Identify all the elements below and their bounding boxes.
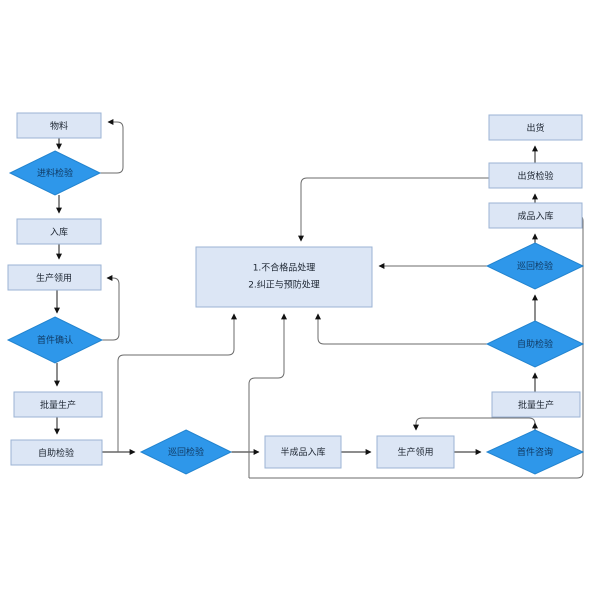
- edge-shoujianqueren-to-shengchan1: [102, 275, 120, 341]
- node-banchengpin[interactable]: 半成品入库: [264, 435, 342, 469]
- node-piliang2-shape[interactable]: [491, 391, 581, 418]
- edge-jinliaojianyan-to-wuliao: [100, 119, 124, 174]
- node-jinliaojianyan-shape[interactable]: [8, 150, 102, 196]
- node-piliang1[interactable]: 批量生产: [13, 391, 103, 418]
- node-ruku[interactable]: 入库: [16, 218, 102, 245]
- node-shoujianzixun-shape[interactable]: [485, 429, 585, 475]
- node-chuli-shape[interactable]: [195, 246, 373, 308]
- node-chuhuo[interactable]: 出货: [488, 114, 583, 141]
- node-zizhu1-shape[interactable]: [10, 439, 103, 466]
- node-zizhu1[interactable]: 自助检验: [10, 439, 103, 466]
- node-ruku-shape[interactable]: [16, 218, 102, 245]
- node-chuhuo-shape[interactable]: [488, 114, 583, 141]
- node-piliang2[interactable]: 批量生产: [491, 391, 581, 418]
- node-chuhuojianyan-shape[interactable]: [488, 162, 583, 189]
- node-wuliao-shape[interactable]: [16, 112, 102, 139]
- node-shengchan1-shape[interactable]: [7, 264, 102, 291]
- node-chengpinruku-shape[interactable]: [488, 202, 583, 229]
- node-chuhuojianyan[interactable]: 出货检验: [488, 162, 583, 189]
- node-banchengpin-shape[interactable]: [264, 435, 342, 469]
- edge-xunhui1-return-to-chuli: [248, 313, 287, 478]
- node-zizhu2[interactable]: 自助检验: [485, 320, 585, 368]
- edge-shoujianzixun-to-shengchan2: [413, 417, 536, 431]
- node-shoujianzixun[interactable]: 首件咨询: [485, 429, 585, 475]
- node-chengpinruku[interactable]: 成品入库: [488, 202, 583, 229]
- node-shengchan1[interactable]: 生产领用: [7, 264, 102, 291]
- edge-zizhu2-to-chuli: [315, 313, 487, 345]
- node-shengchan2-shape[interactable]: [376, 435, 455, 469]
- node-xunhui1-shape[interactable]: [139, 429, 233, 475]
- node-piliang1-shape[interactable]: [13, 391, 103, 418]
- node-xunhui2-shape[interactable]: [485, 242, 585, 290]
- node-wuliao[interactable]: 物料: [16, 112, 102, 139]
- node-shoujianqueren-shape[interactable]: [6, 316, 104, 364]
- node-shoujianqueren[interactable]: 首件确认: [6, 316, 104, 364]
- node-shengchan2[interactable]: 生产领用: [376, 435, 455, 469]
- edge-chuhuojianyan-to-chuli: [298, 177, 489, 242]
- node-zizhu2-shape[interactable]: [485, 320, 585, 368]
- node-xunhui1[interactable]: 巡回检验: [139, 429, 233, 475]
- node-xunhui2[interactable]: 巡回检验: [485, 242, 585, 290]
- node-jinliaojianyan[interactable]: 进料检验: [8, 150, 102, 196]
- node-layer: 物料 进料检验 入库 生产领用 首件确认 批量生产: [6, 112, 585, 475]
- edge-zizhu1-to-chuli: [117, 313, 237, 452]
- node-chuli[interactable]: 1.不合格品处理 2.纠正与预防处理: [195, 246, 373, 308]
